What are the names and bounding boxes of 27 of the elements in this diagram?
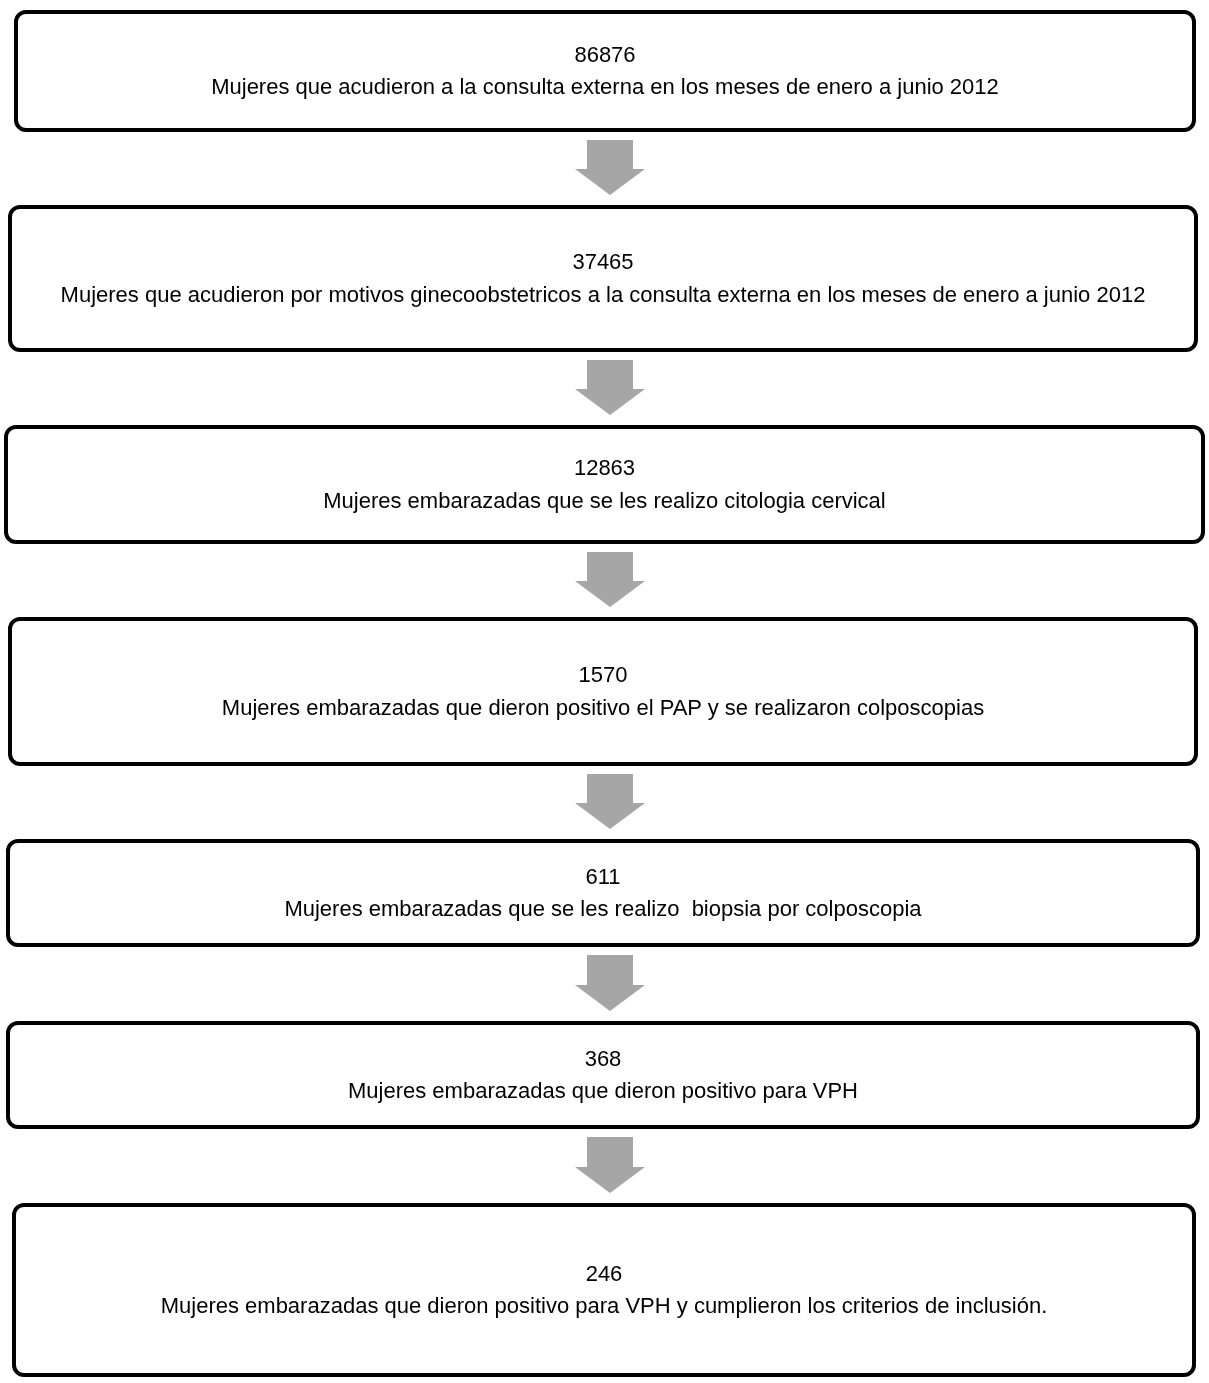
box-description: Mujeres que acudieron por motivos ginecoobstetricos a la consulta externa en los meses de enero a junio 2012 bbox=[60, 281, 1146, 308]
process-box bbox=[4, 425, 1205, 544]
process-box bbox=[14, 10, 1196, 132]
block-arrow bbox=[575, 140, 645, 195]
count-number: 368 bbox=[584, 1045, 622, 1072]
count-number: 37465 bbox=[572, 249, 634, 276]
count-number: 246 bbox=[585, 1260, 623, 1287]
process-box bbox=[8, 205, 1198, 352]
box-description: Mujeres embarazadas que dieron positivo para VPH y cumplieron los criterios de inclusión. bbox=[160, 1293, 1048, 1320]
box-description: Mujeres embarazadas que se les realizo citologia cervical bbox=[323, 487, 886, 514]
process-box bbox=[6, 1021, 1200, 1129]
box-description: Mujeres que acudieron a la consulta externa en los meses de enero a junio 2012 bbox=[211, 74, 999, 101]
block-arrow bbox=[575, 552, 645, 607]
block-arrow bbox=[575, 1137, 645, 1193]
block-arrow bbox=[575, 360, 645, 415]
block-arrow bbox=[575, 955, 645, 1011]
box-description: Mujeres embarazadas que dieron positivo el PAP y se realizaron colposcopias bbox=[221, 694, 985, 721]
process-box bbox=[12, 1203, 1196, 1377]
process-box bbox=[6, 839, 1200, 947]
box-description: Mujeres embarazadas que dieron positivo para VPH bbox=[348, 1078, 858, 1105]
count-number: 86876 bbox=[574, 41, 636, 68]
count-number: 12863 bbox=[573, 455, 636, 482]
count-number: 1570 bbox=[578, 662, 628, 689]
box-description: Mujeres embarazadas que se les realizo biopsia por colposcopia bbox=[284, 896, 922, 923]
process-box bbox=[8, 617, 1198, 766]
block-arrow bbox=[575, 774, 645, 829]
count-number: 611 bbox=[585, 863, 621, 890]
